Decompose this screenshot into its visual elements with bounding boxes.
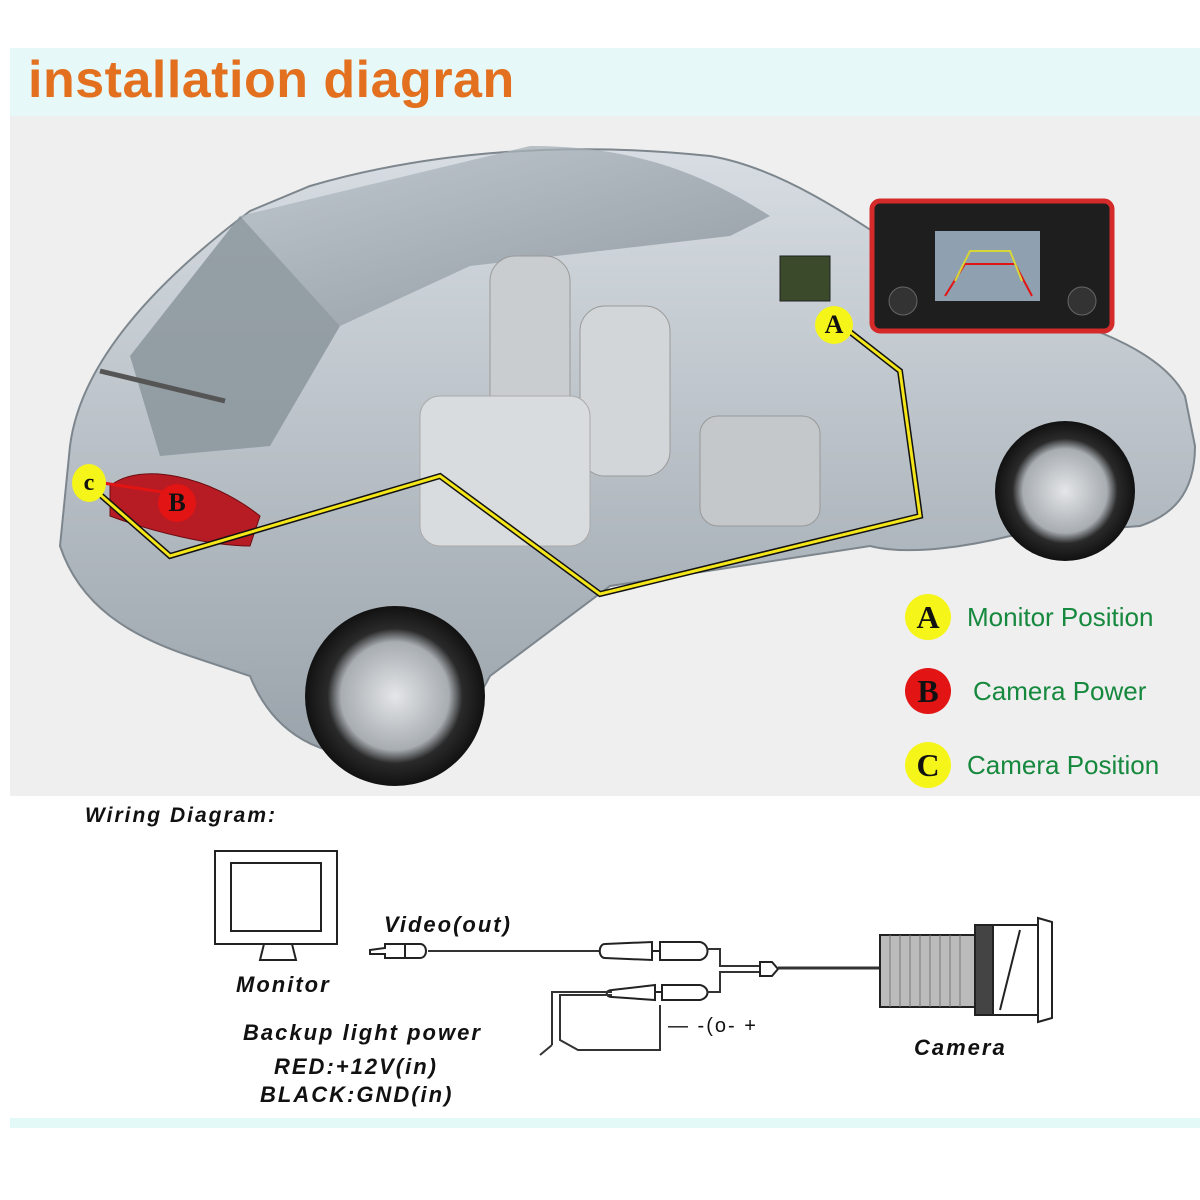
page-title: installation diagran <box>28 51 515 109</box>
monitor-label: Monitor <box>236 972 331 997</box>
title-band <box>10 48 1200 116</box>
car-illustration <box>58 146 1197 786</box>
car-cutaway-photo: A B c <box>10 116 1200 796</box>
legend-badge-a: A <box>905 594 951 640</box>
red-wire-label: RED:+12V(in) <box>274 1054 438 1079</box>
legend-item-camera-position: C Camera Position <box>905 740 1159 790</box>
legend-item-monitor-position: A Monitor Position <box>905 592 1153 642</box>
legend-label: Camera Power <box>973 675 1147 706</box>
power-connector-icon <box>605 983 709 1002</box>
marker-a: A <box>815 306 853 344</box>
bottom-band <box>10 1118 1200 1128</box>
legend-badge-b: B <box>905 668 951 714</box>
monitor-icon <box>214 850 338 961</box>
marker-b: B <box>158 484 196 522</box>
legend-item-camera-power: B Camera Power <box>905 666 1146 716</box>
polarity-symbol: — -(o- + <box>668 1015 758 1037</box>
wiring-diagram-title: Wiring Diagram: <box>85 804 277 827</box>
backup-light-power-label: Backup light power <box>243 1020 482 1045</box>
legend-label: Camera Position <box>967 749 1160 780</box>
video-plug-icon <box>369 943 427 959</box>
legend-badge-c: C <box>905 742 951 788</box>
camera-icon <box>879 916 1053 1024</box>
video-connector-icon <box>598 940 709 962</box>
legend-label: Monitor Position <box>967 601 1154 632</box>
marker-c: c <box>72 464 106 502</box>
wiring-diagram <box>214 850 1053 1056</box>
black-wire-label: BLACK:GND(in) <box>260 1082 454 1107</box>
camera-label: Camera <box>914 1035 1007 1060</box>
video-out-label: Video(out) <box>384 912 512 937</box>
